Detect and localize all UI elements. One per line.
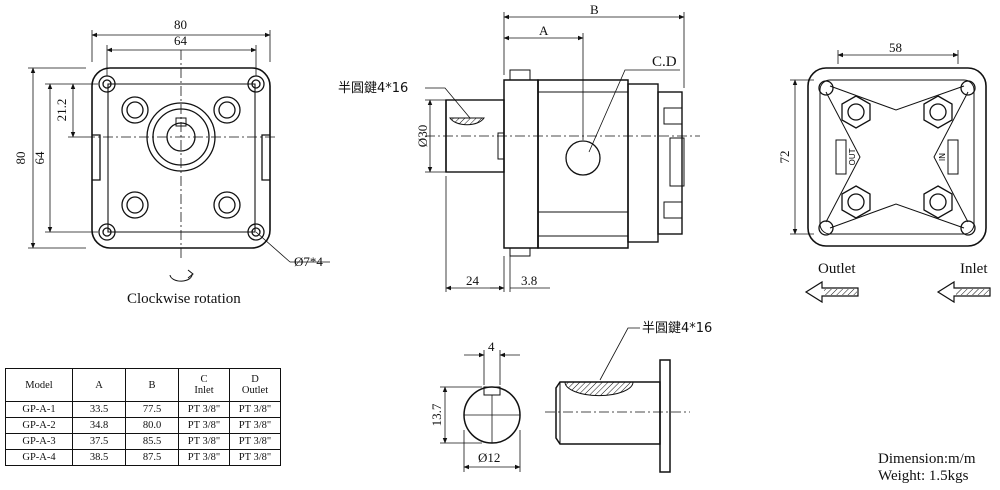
inlet-label: Inlet	[960, 261, 988, 277]
cell-a: 38.5	[72, 449, 126, 466]
front-dim-height: 80	[13, 152, 28, 165]
cell-c: PT 3/8"	[178, 433, 230, 450]
port-label: C.D	[652, 54, 677, 70]
header-model: Model	[5, 368, 73, 402]
cell-a: 34.8	[72, 417, 126, 434]
cell-c: PT 3/8"	[178, 449, 230, 466]
shaft-detail	[440, 327, 690, 473]
key-note-side: 半圓鍵4*16	[338, 80, 408, 96]
front-dim-width: 80	[174, 17, 187, 32]
dim-flange: 3.8	[521, 273, 537, 288]
cell-b: 85.5	[125, 433, 179, 450]
weight-spec: Weight: 1.5kgs	[878, 468, 969, 484]
cell-d: PT 3/8"	[229, 449, 281, 466]
cell-a: 37.5	[72, 433, 126, 450]
shaft-dia-12: Ø12	[478, 450, 500, 465]
cell-d: PT 3/8"	[229, 417, 281, 434]
rear-dim-height: 72	[777, 151, 792, 164]
rear-view	[790, 50, 991, 304]
cell-c: PT 3/8"	[178, 417, 230, 434]
hole-note: Ø7*4	[294, 254, 323, 269]
cell-d: PT 3/8"	[229, 433, 281, 450]
front-dim-bolt-span: 64	[174, 33, 188, 48]
side-dim-b: B	[590, 2, 599, 17]
header-b: B	[125, 368, 179, 402]
cell-b: 77.5	[125, 401, 179, 418]
side-view	[425, 12, 700, 292]
cell-model: GP-A-1	[5, 401, 73, 418]
dim-shaft-len: 24	[466, 273, 480, 288]
front-view	[28, 30, 330, 282]
shaft-dia-30: Ø30	[415, 125, 430, 147]
front-dim-bolt-span-v: 64	[32, 151, 47, 165]
labels: 80 64 80 64 21.2 Ø7*4 Clockwise rotation…	[13, 2, 988, 465]
table-row: GP-A-4 38.5 87.5 PT 3/8" PT 3/8"	[5, 449, 281, 466]
table-row: GP-A-2 34.8 80.0 PT 3/8" PT 3/8"	[5, 417, 281, 434]
key-note-detail: 半圓鍵4*16	[642, 320, 712, 336]
out-mark: OUT	[848, 148, 857, 165]
table-row: GP-A-3 37.5 85.5 PT 3/8" PT 3/8"	[5, 433, 281, 450]
cell-d: PT 3/8"	[229, 401, 281, 418]
rotation-label: Clockwise rotation	[127, 291, 241, 307]
in-mark: IN	[938, 153, 947, 161]
cell-model: GP-A-3	[5, 433, 73, 450]
cell-c: PT 3/8"	[178, 401, 230, 418]
outlet-label: Outlet	[818, 261, 856, 277]
cell-b: 87.5	[125, 449, 179, 466]
key-height: 13.7	[429, 403, 444, 426]
cell-model: GP-A-4	[5, 449, 73, 466]
cell-model: GP-A-2	[5, 417, 73, 434]
header-a: A	[72, 368, 126, 402]
cell-a: 33.5	[72, 401, 126, 418]
table-row: GP-A-1 33.5 77.5 PT 3/8" PT 3/8"	[5, 401, 281, 418]
rear-dim-width: 58	[889, 40, 902, 55]
front-dim-offset: 21.2	[54, 99, 69, 122]
dimension-unit: Dimension:m/m	[878, 451, 976, 467]
cell-b: 80.0	[125, 417, 179, 434]
side-dim-a: A	[539, 23, 549, 38]
key-width: 4	[488, 339, 495, 354]
